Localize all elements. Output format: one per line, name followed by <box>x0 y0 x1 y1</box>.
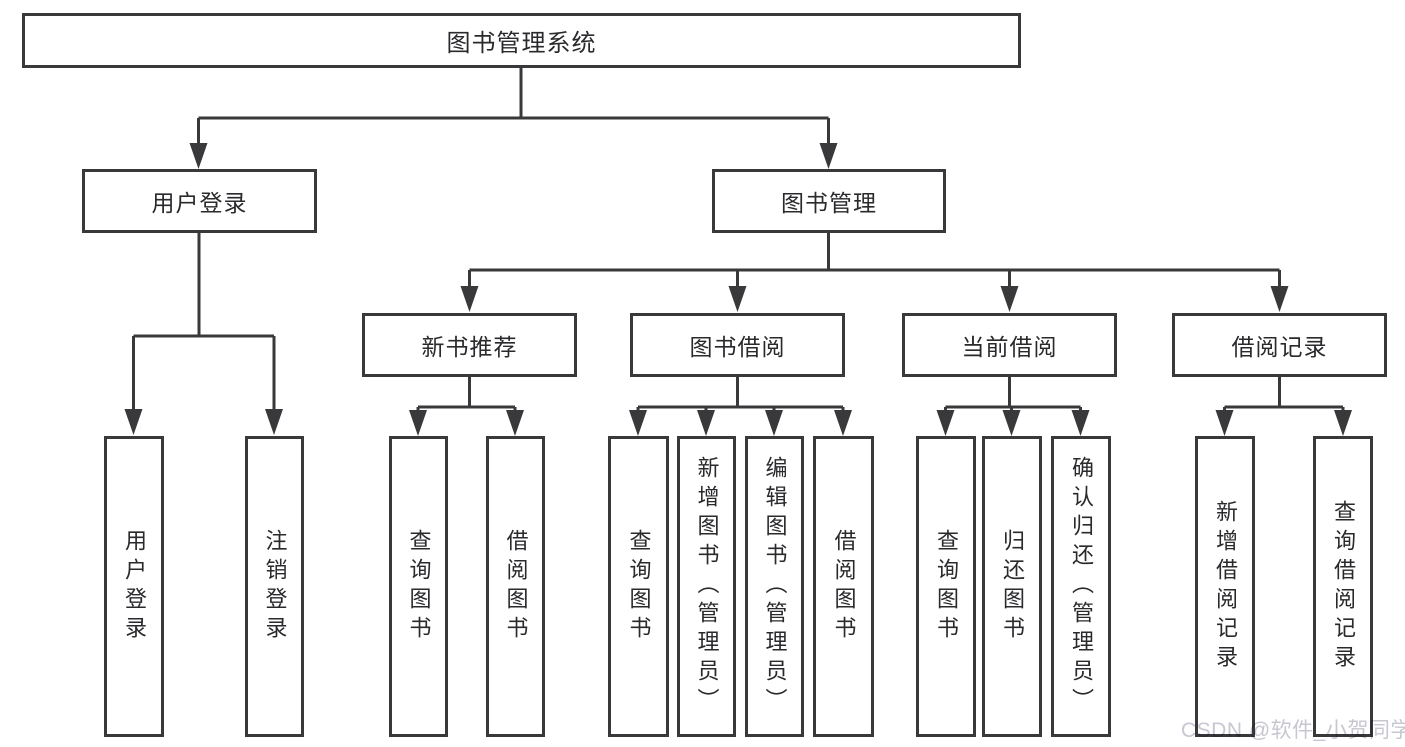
node-br-add-record: 新增借阅记录 <box>1195 436 1255 737</box>
node-cb-confirm-return-admin: 确认归还（管理员） <box>1051 436 1111 737</box>
node-borrow-records: 借阅记录 <box>1172 313 1387 377</box>
node-library-system: 图书管理系统 <box>22 13 1021 68</box>
node-nbr-query-book: 查询图书 <box>389 436 448 737</box>
node-current-borrowing: 当前借阅 <box>902 313 1117 377</box>
node-br-query-record: 查询借阅记录 <box>1313 436 1373 737</box>
node-new-book-recommend: 新书推荐 <box>362 313 577 377</box>
node-cb-return-book: 归还图书 <box>982 436 1042 737</box>
node-cb-query-book: 查询图书 <box>916 436 976 737</box>
node-bb-edit-book-admin: 编辑图书（管理员） <box>745 436 804 737</box>
node-bb-borrow-book: 借阅图书 <box>813 436 874 737</box>
node-book-borrowing: 图书借阅 <box>630 313 845 377</box>
node-bb-query-book: 查询图书 <box>608 436 669 737</box>
watermark: CSDN @软件_小贺同学 <box>1181 719 1405 742</box>
node-login: 用户登录 <box>104 436 164 737</box>
node-logout: 注销登录 <box>245 436 304 737</box>
node-book-management: 图书管理 <box>712 169 946 233</box>
node-bb-add-book-admin: 新增图书（管理员） <box>677 436 736 737</box>
node-user-login: 用户登录 <box>82 169 317 233</box>
node-nbr-borrow-book: 借阅图书 <box>486 436 545 737</box>
